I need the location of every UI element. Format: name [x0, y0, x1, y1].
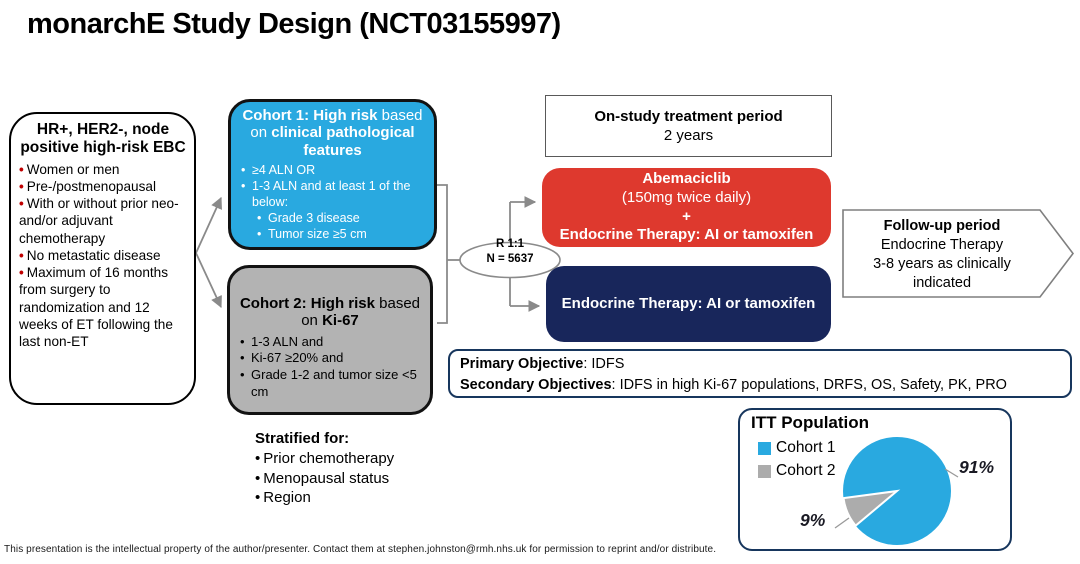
plus-sign: +	[682, 207, 691, 225]
primary-objective-value: : IDFS	[583, 356, 625, 372]
arm1-drug: Abemaciclib	[642, 170, 730, 189]
list-item: 1-3 ALN and	[238, 334, 422, 351]
itt-title: ITT Population	[751, 413, 870, 432]
arm2-label: Endocrine Therapy: AI or tamoxifen	[561, 294, 816, 312]
followup-arrow-label: Follow-up period Endocrine Therapy 3-8 y…	[852, 217, 1032, 294]
cohort2-box: Cohort 2: High risk based on Ki-67 1-3 A…	[227, 265, 433, 415]
cohort2-title: Cohort 2: High risk based on Ki-67	[238, 295, 422, 330]
list-item: Prior chemotherapy	[255, 449, 394, 469]
list-item: With or without prior neo- and/or adjuva…	[19, 195, 187, 247]
list-item: No metastatic disease	[19, 247, 187, 264]
itt-pie-chart	[834, 437, 959, 545]
followup-title: Follow-up period	[883, 218, 1001, 234]
legend-label: Cohort 2	[776, 462, 836, 479]
eligibility-list: Women or men Pre-/postmenopausal With or…	[19, 161, 187, 351]
secondary-objectives: Secondary Objectives: IDFS in high Ki-67…	[460, 375, 1060, 396]
cohort2-list: 1-3 ALN and Ki-67 ≥20% and Grade 1-2 and…	[238, 334, 422, 401]
slide-title: monarchE Study Design (NCT03155997)	[27, 8, 561, 40]
secondary-objectives-value: : IDFS in high Ki-67 populations, DRFS, …	[611, 376, 1007, 393]
pie-slice-cohort2	[842, 489, 901, 528]
legend-item-cohort2: Cohort 2	[758, 462, 835, 480]
arm1-plus: +	[682, 208, 691, 227]
arrow-to-cohort1	[195, 196, 222, 254]
followup-line2: Endocrine Therapy	[880, 237, 1004, 254]
legend-item-cohort1: Cohort 1	[758, 439, 835, 457]
cohort-bracket	[437, 184, 448, 324]
cohort2-title-mid: based on	[301, 295, 421, 330]
on-study-duration: 2 years	[663, 127, 714, 144]
primary-objective: Primary Objective: IDFS	[460, 354, 1060, 375]
list-item: Pre-/postmenopausal	[19, 178, 187, 195]
itt-population-panel: ITT Population Cohort 1 Cohort 2 91% 9%	[738, 408, 1012, 551]
cohort2-title-bold2: Ki-67	[322, 312, 359, 330]
list-item: Grade 3 disease	[255, 210, 426, 226]
leader-line-91	[944, 468, 959, 478]
legend-swatch-cohort1	[758, 441, 771, 455]
arrow-to-cohort2	[195, 252, 222, 309]
pie-label-91: 91%	[959, 457, 995, 477]
cohort1-box: Cohort 1: High risk based on clinical pa…	[228, 99, 437, 250]
pie-label-9: 9%	[800, 510, 826, 530]
cohort1-title: Cohort 1: High risk based on clinical pa…	[239, 107, 426, 159]
arm1-endocrine: Endocrine Therapy: AI or tamoxifen	[560, 226, 814, 245]
cohort1-title-bold: Cohort 1: High risk	[242, 107, 378, 124]
randomization-n: N = 5637	[486, 252, 534, 265]
randomization-label: R 1:1 N = 5637	[460, 237, 560, 267]
on-study-title: On-study treatment period	[594, 107, 783, 125]
list-item: Region	[255, 488, 394, 508]
objectives-box: Primary Objective: IDFS Secondary Object…	[448, 349, 1072, 398]
primary-objective-label: Primary Objective	[460, 356, 584, 372]
arm-endocrine-box: Endocrine Therapy: AI or tamoxifen	[546, 266, 831, 342]
eligibility-title: HR+, HER2-, node positive high-risk EBC	[20, 121, 186, 157]
cohort1-list: ≥4 ALN OR 1-3 ALN and at least 1 of the …	[239, 162, 426, 242]
stratified-note: Stratified for: Prior chemotherapy Menop…	[255, 429, 394, 508]
cohort2-title-bold: Cohort 2: High risk	[239, 295, 375, 312]
arm1-drug-name: Abemaciclib	[642, 169, 731, 187]
eligibility-box: HR+, HER2-, node positive high-risk EBC …	[9, 112, 196, 405]
list-item: Maximum of 16 months from surgery to ran…	[19, 264, 187, 350]
list-item: Grade 1-2 and tumor size <5 cm	[238, 367, 422, 400]
secondary-objectives-label: Secondary Objectives	[460, 376, 612, 393]
randomization-ratio: R 1:1	[495, 238, 525, 250]
list-item: Ki-67 ≥20% and	[238, 350, 422, 367]
cohort1-title-bold2: clinical pathological features	[271, 124, 415, 159]
cohort1-title-mid: based on	[250, 107, 423, 142]
footer-disclaimer: This presentation is the intellectual pr…	[4, 544, 717, 555]
arm-abemaciclib-box: Abemaciclib (150mg twice daily) + Endocr…	[542, 168, 831, 247]
arm1-endocrine-text: Endocrine Therapy: AI or tamoxifen	[559, 226, 814, 244]
legend-swatch-cohort2	[758, 464, 771, 478]
stratified-list: Prior chemotherapy Menopausal status Reg…	[255, 449, 394, 508]
on-study-period-box: On-study treatment period 2 years	[545, 95, 832, 157]
list-item: Women or men	[19, 161, 187, 178]
legend-label: Cohort 1	[776, 439, 836, 456]
arm1-dose: (150mg twice daily)	[621, 188, 752, 206]
followup-line3: 3-8 years as clinically indicated	[873, 256, 1011, 292]
leader-line-9	[834, 517, 850, 529]
list-item: Menopausal status	[255, 469, 394, 489]
list-item: 1-3 ALN and at least 1 of the below:	[239, 178, 426, 210]
list-item: Tumor size ≥5 cm	[255, 226, 426, 242]
stratified-title: Stratified for:	[255, 430, 350, 447]
list-item: ≥4 ALN OR	[239, 162, 426, 178]
